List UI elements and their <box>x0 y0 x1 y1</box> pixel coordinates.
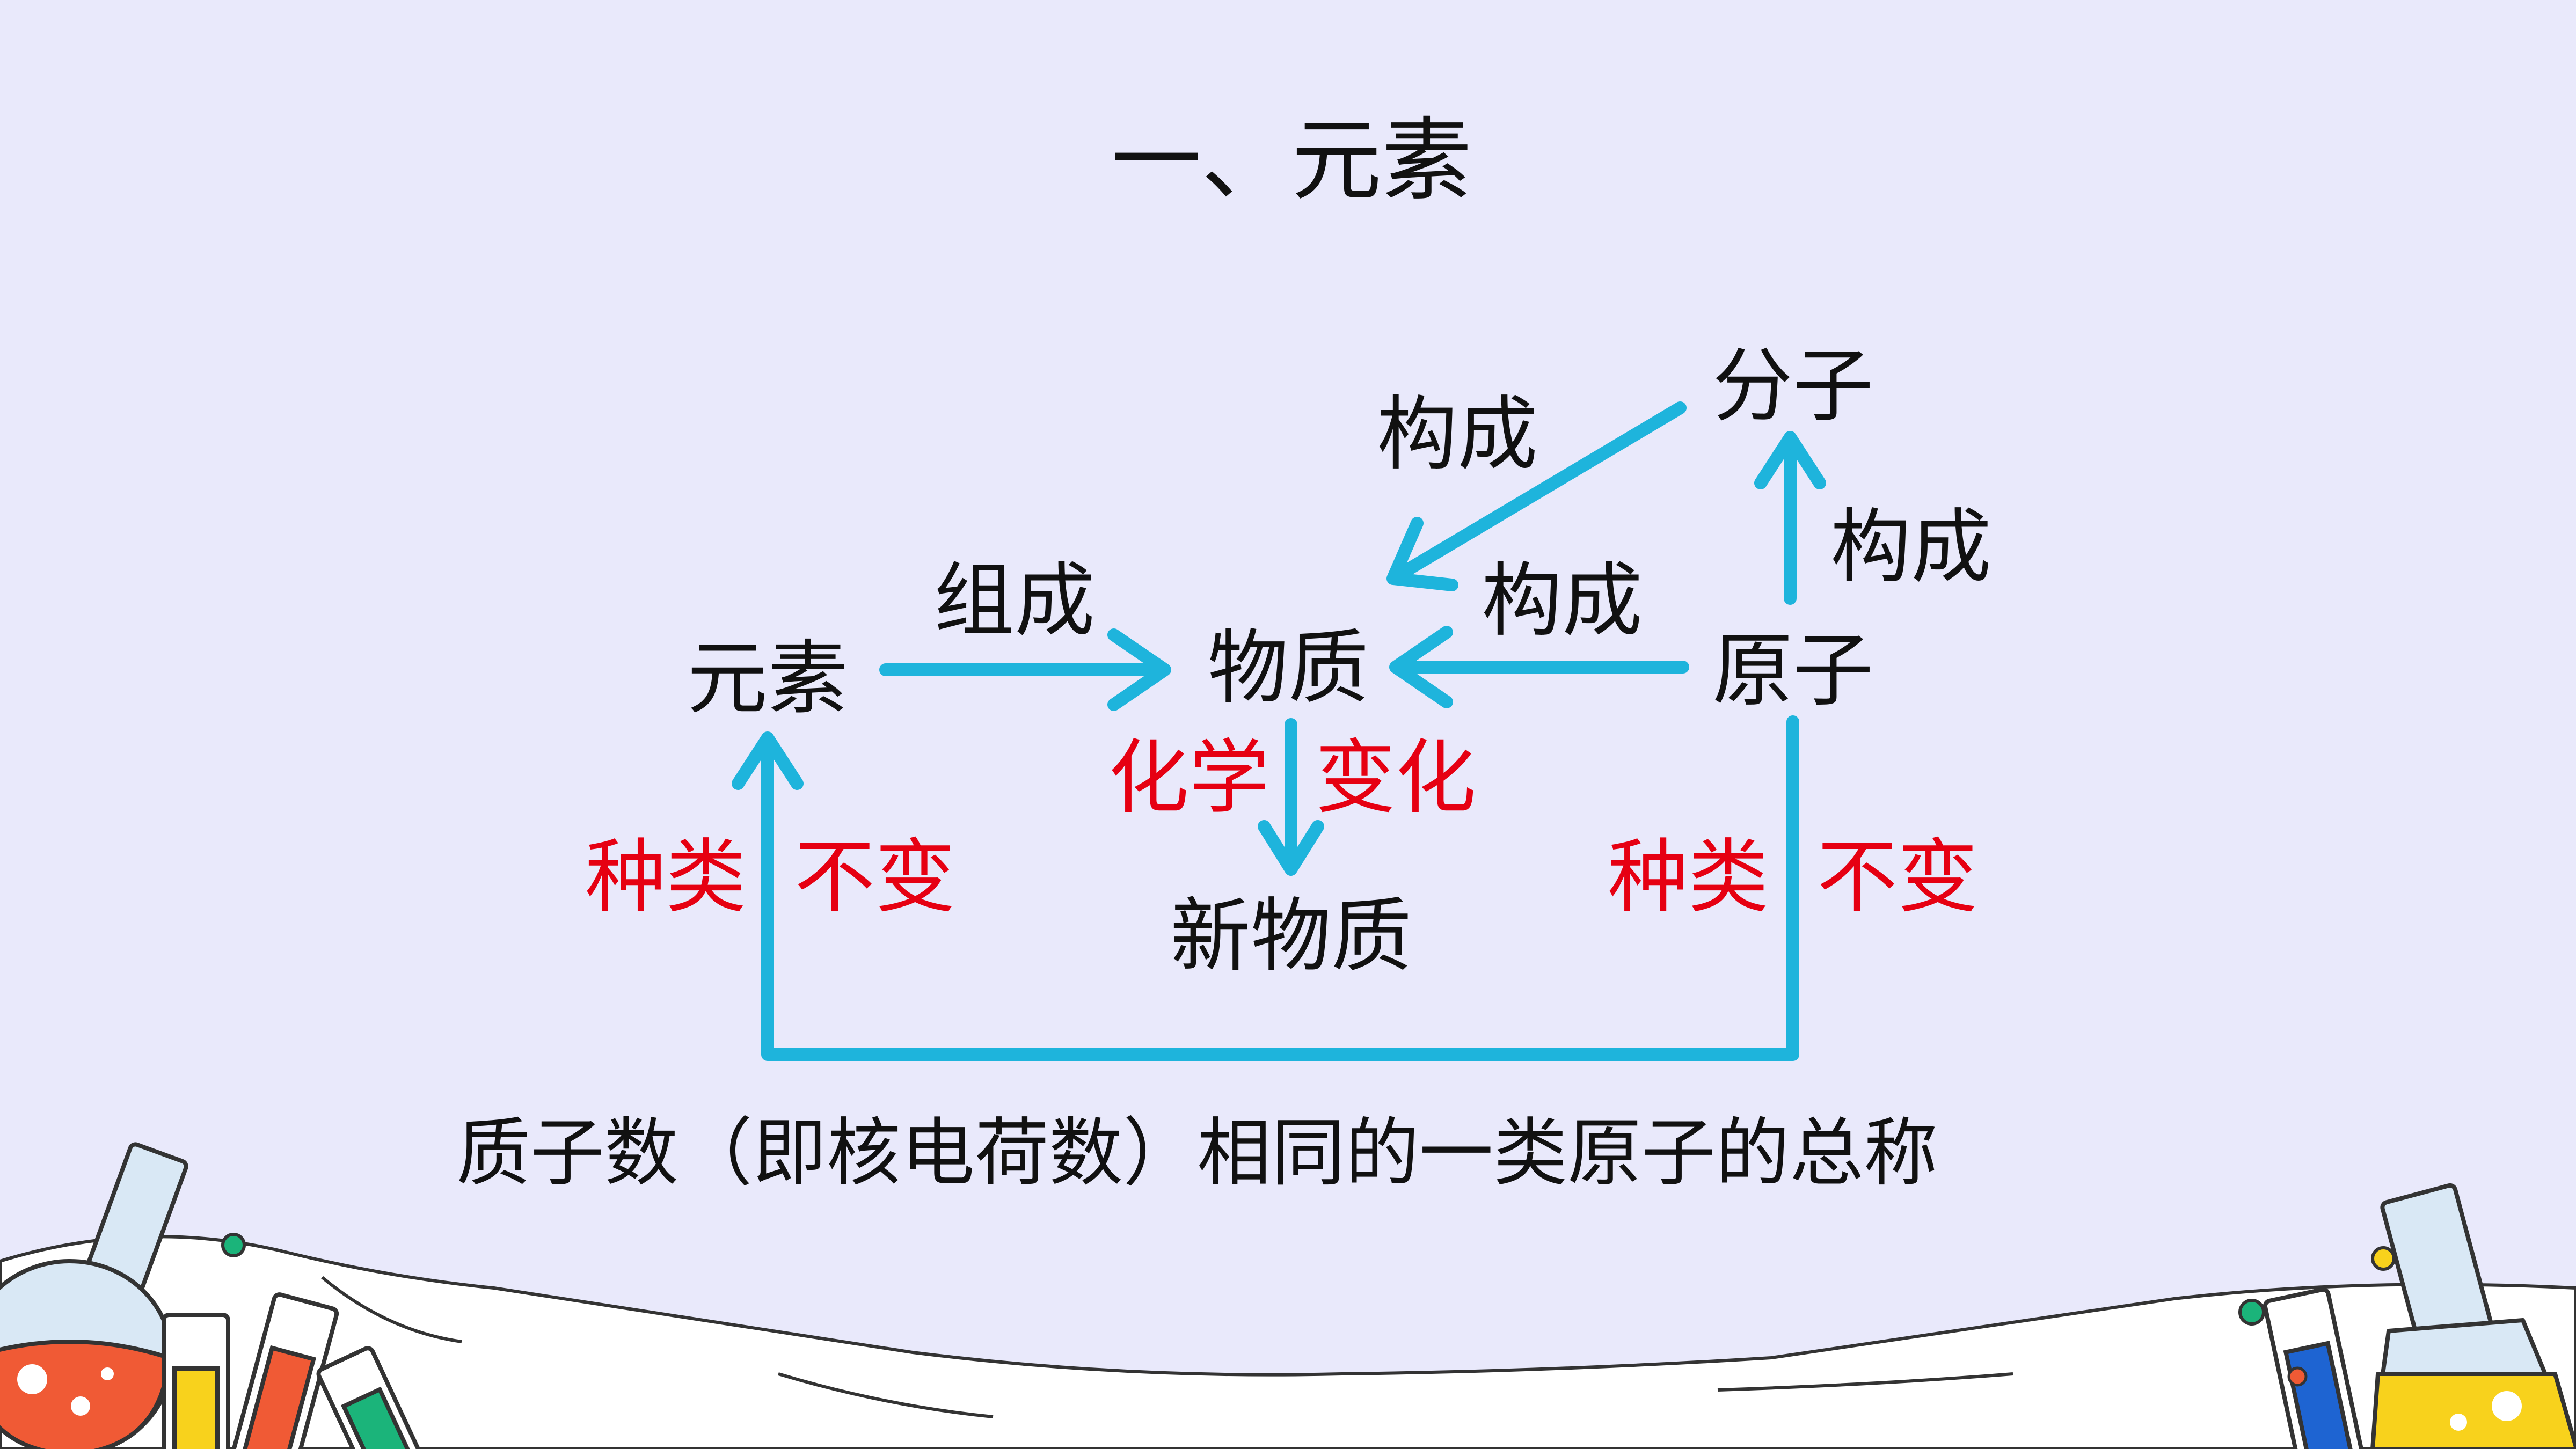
label-kind-right-2: 不变 <box>1817 831 1979 924</box>
bubble-icon <box>2287 1366 2308 1387</box>
arrow-atom-loop-to-element <box>732 715 1799 1061</box>
label-constitute-atom-molecule: 构成 <box>1830 501 1992 594</box>
arrow-molecule-to-substance <box>1386 401 1687 591</box>
node-element: 元素 <box>687 632 849 726</box>
node-new-substance: 新物质 <box>1170 890 1412 983</box>
node-substance: 物质 <box>1208 621 1369 715</box>
arrow-atom-to-substance <box>1389 626 1689 708</box>
page-title: 一、元素 <box>1111 108 1472 213</box>
test-tube-icon <box>162 1292 430 1449</box>
definition-text: 质子数（即核电荷数）相同的一类原子的总称 <box>456 1110 1938 1196</box>
node-atom: 原子 <box>1712 624 1874 718</box>
bubble-icon <box>2238 1299 2265 1326</box>
bubble-icon <box>2371 1246 2396 1271</box>
flask-icon <box>0 1142 188 1449</box>
label-kind-left-1: 种类 <box>585 831 747 924</box>
node-molecule: 分子 <box>1712 340 1874 433</box>
label-compose: 组成 <box>934 554 1096 648</box>
label-kind-right-1: 种类 <box>1608 831 1769 924</box>
arrow-substance-to-new-substance <box>1258 718 1324 876</box>
arrow-atom-to-molecule <box>1754 431 1826 605</box>
bubble-icon <box>221 1233 246 1257</box>
label-constitute-molecule: 构成 <box>1377 388 1538 481</box>
label-chem-change-2: 变化 <box>1315 731 1477 825</box>
cloud-band <box>0 1235 2576 1449</box>
label-constitute-atom: 构成 <box>1482 554 1643 648</box>
label-chem-change-1: 化学 <box>1108 731 1270 825</box>
label-kind-left-2: 不变 <box>794 831 956 924</box>
flask-icon <box>2370 1183 2576 1449</box>
arrow-element-to-substance <box>879 628 1171 711</box>
